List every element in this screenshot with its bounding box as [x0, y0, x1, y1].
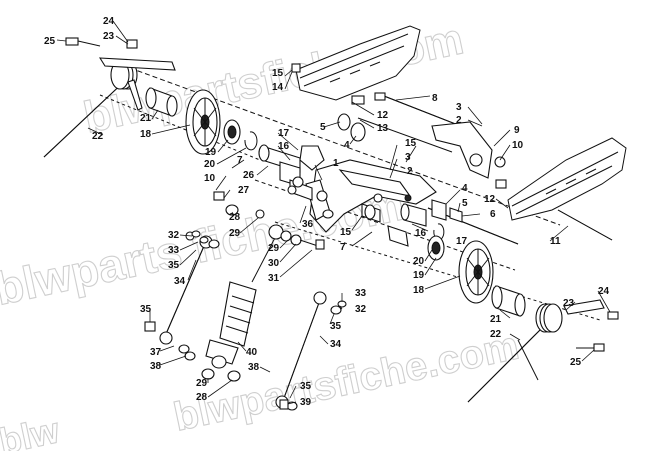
- callout-label: 10: [204, 173, 216, 184]
- callout-label: 29: [229, 228, 241, 239]
- callout-label: 8: [432, 93, 438, 104]
- callout-label: 12: [484, 194, 496, 205]
- callout-label: 40: [246, 347, 258, 358]
- right-rail: [507, 137, 627, 221]
- watermark-corner: blw: [0, 409, 64, 451]
- left-spacer-21: [145, 87, 178, 117]
- callout-label: 12: [377, 110, 389, 121]
- callout-label: 35: [330, 321, 342, 332]
- callout-label: 26: [243, 170, 255, 181]
- callout-label: 7: [237, 155, 243, 166]
- callout-label: 18: [413, 285, 425, 296]
- callout-label: 23: [563, 298, 575, 309]
- callout-label: 32: [168, 230, 180, 241]
- watermark-bottom: blwpartsfiche.com: [170, 324, 523, 440]
- callout-label: 31: [268, 273, 280, 284]
- callout-label: 22: [490, 329, 502, 340]
- callout-label: 24: [103, 16, 115, 27]
- callout-label: 37: [150, 347, 162, 358]
- callout-label: 28: [229, 212, 241, 223]
- callout-label: 3: [405, 152, 411, 163]
- callout-label: 33: [355, 288, 367, 299]
- callout-label: 17: [456, 236, 468, 247]
- callout-label: 35: [168, 260, 180, 271]
- callout-label: 10: [512, 140, 524, 151]
- callout-label: 21: [140, 113, 152, 124]
- callout-label: 38: [150, 361, 162, 372]
- callout-label: 33: [168, 245, 180, 256]
- callout-label: 20: [413, 256, 425, 267]
- callout-label: 25: [570, 357, 582, 368]
- rear-axle-bolts: [291, 63, 613, 245]
- callout-label: 22: [92, 131, 104, 142]
- callout-label: 34: [174, 276, 186, 287]
- callout-label: 15: [405, 138, 417, 149]
- lower-cross-shaft: [361, 199, 463, 247]
- left-linkage-rod-34: [144, 231, 220, 361]
- callout-label: 2: [407, 166, 413, 177]
- callout-label: 11: [550, 236, 561, 247]
- callout-labels: 25 24 23 22 21 18 19 20 7 17 16 26 1 15 …: [44, 16, 610, 408]
- callout-label: 35: [140, 304, 152, 315]
- callout-label: 23: [103, 31, 115, 42]
- shock-mount-hardware: [191, 176, 334, 410]
- callout-label: 1: [333, 158, 339, 169]
- shock-absorber-40: [205, 224, 284, 369]
- right-spacer-21: [491, 285, 526, 317]
- callout-label: 2: [456, 115, 462, 126]
- upper-left-rail: [295, 25, 421, 101]
- right-bracket-9: [431, 121, 507, 189]
- callout-label: 19: [205, 147, 217, 158]
- callout-label: 27: [238, 185, 250, 196]
- callout-label: 24: [598, 286, 610, 297]
- callout-label: 36: [302, 219, 314, 230]
- callout-label: 16: [415, 228, 427, 239]
- right-torsion-spring-assembly: [467, 299, 619, 403]
- callout-label: 14: [272, 82, 284, 93]
- left-torsion-spring-assembly: [43, 37, 176, 158]
- callout-label: 5: [320, 122, 326, 133]
- callout-label: 15: [340, 227, 352, 238]
- callout-label: 5: [462, 198, 468, 209]
- right-idler-wheel-18: [458, 240, 494, 304]
- left-bearing-19: [223, 119, 258, 151]
- callout-label: 18: [140, 129, 152, 140]
- callout-label: 35: [300, 381, 312, 392]
- callout-label: 25: [44, 36, 56, 47]
- callout-label: 19: [413, 270, 425, 281]
- callout-label: 32: [355, 304, 367, 315]
- callout-label: 17: [278, 128, 290, 139]
- callout-label: 21: [490, 314, 502, 325]
- callout-label: 34: [330, 339, 342, 350]
- callout-label: 28: [196, 392, 208, 403]
- callout-label: 16: [278, 141, 290, 152]
- callout-label: 20: [204, 159, 216, 170]
- callout-label: 15: [272, 68, 284, 79]
- callout-label: 29: [268, 243, 280, 254]
- callout-label: 7: [340, 242, 346, 253]
- callout-label: 4: [462, 183, 468, 194]
- callout-label: 4: [344, 140, 350, 151]
- callout-label: 13: [377, 123, 389, 134]
- left-idler-wheel-18: [185, 89, 221, 155]
- callout-label: 39: [300, 397, 312, 408]
- right-bearing-19: [427, 235, 445, 261]
- callout-label: 9: [514, 125, 520, 136]
- callout-label: 6: [490, 209, 496, 220]
- callout-label: 3: [456, 102, 462, 113]
- callout-label: 29: [196, 378, 208, 389]
- callout-label: 38: [248, 362, 260, 373]
- callout-label: 30: [268, 258, 280, 269]
- leader-lines: [56, 20, 611, 405]
